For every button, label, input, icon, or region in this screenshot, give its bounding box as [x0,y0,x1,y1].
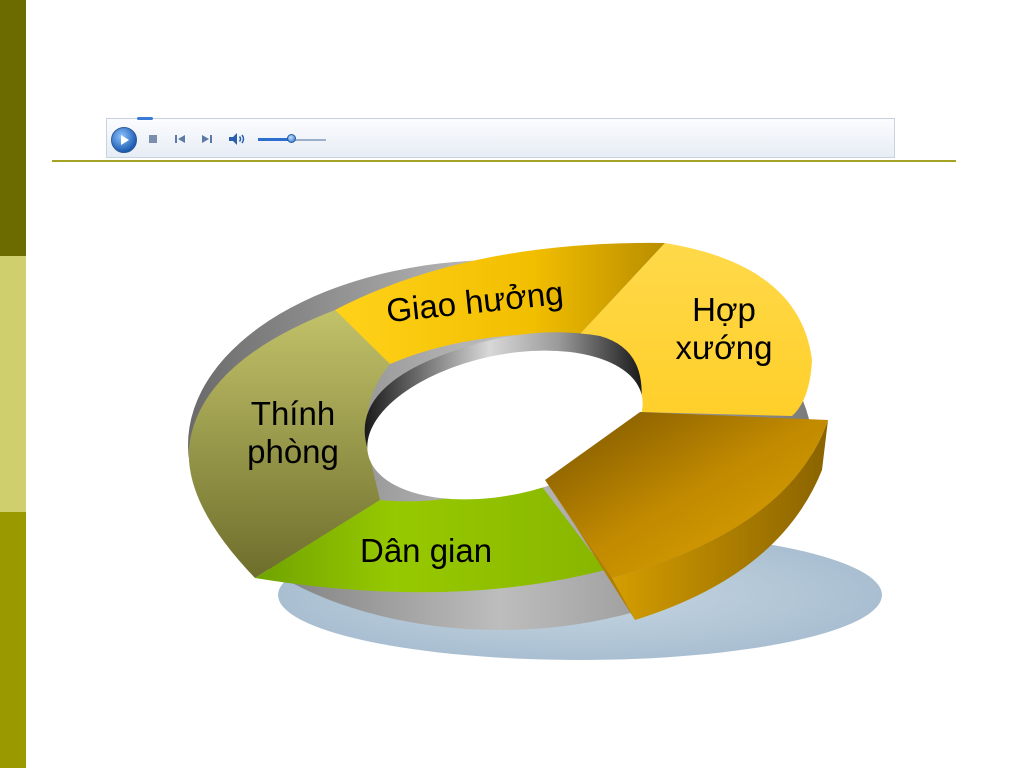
label-thinh-phong: Thính phòng [247,395,339,470]
sidebar-stripe-bottom [0,512,26,768]
previous-button[interactable] [173,133,187,145]
segment-exploded-side [612,420,828,620]
next-icon [202,135,212,143]
sidebar-stripe-middle [0,256,26,512]
volume-icon [229,133,245,145]
play-icon [121,135,129,145]
volume-slider-knob[interactable] [287,134,296,143]
volume-button[interactable] [227,131,247,147]
next-button[interactable] [200,133,214,145]
title-divider [52,160,956,162]
segment-dan-gian [255,484,605,593]
sidebar-stripe-top [0,0,26,256]
segment-thinh-phong [188,310,390,578]
volume-slider-fill [258,138,292,141]
seek-indicator[interactable] [137,117,153,120]
previous-icon [175,135,185,143]
segment-giao-huong [335,242,665,364]
play-button[interactable] [111,127,137,153]
media-player-bar [106,117,895,158]
label-dan-gian: Dân gian [360,532,493,569]
label-hop-xuong: Hợp xướng [675,291,773,366]
segment-exploded-top [545,412,828,578]
stop-button[interactable] [147,133,159,145]
stop-icon [149,135,157,143]
